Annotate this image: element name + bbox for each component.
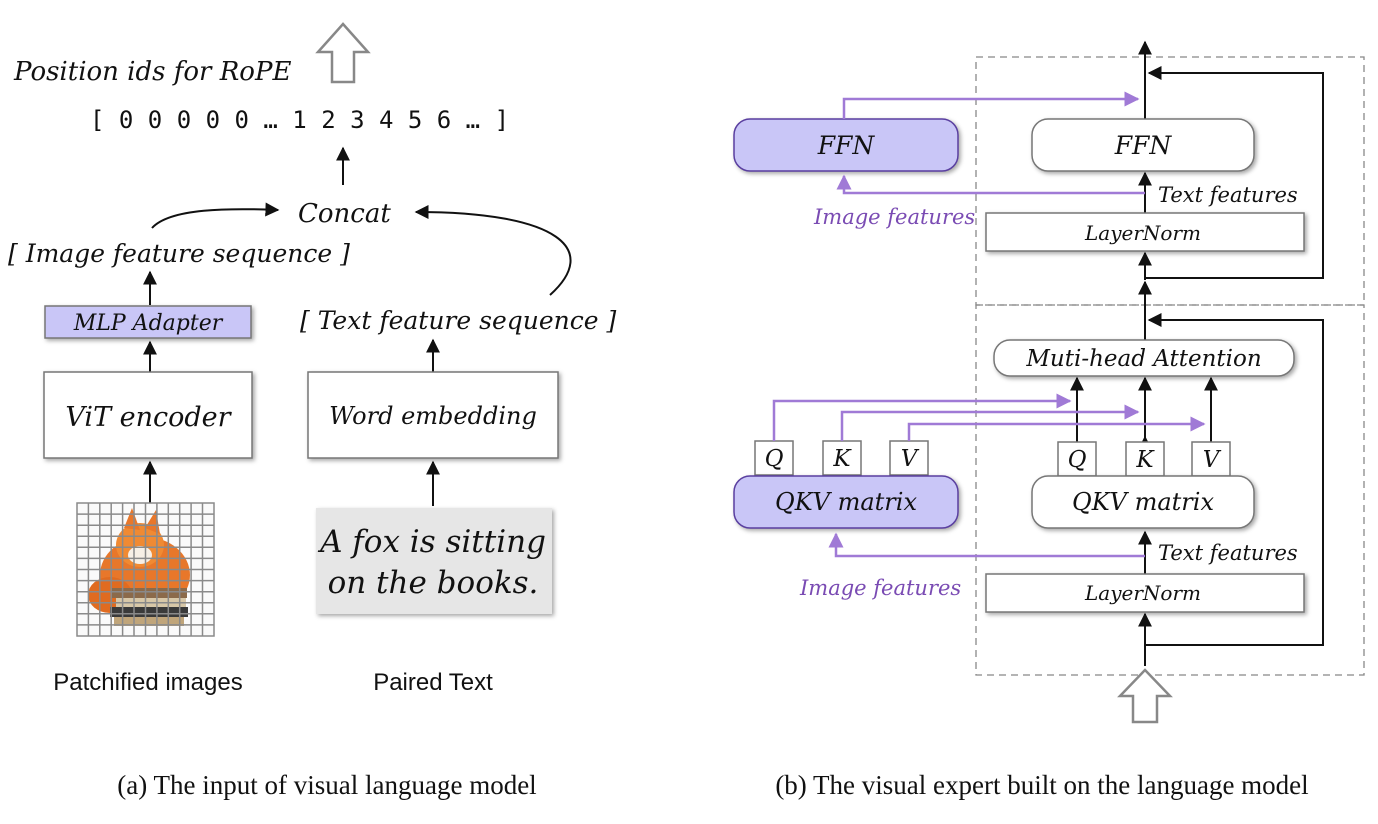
paired-text-caption: Paired Text: [373, 669, 493, 696]
panel-a: Position ids for RoPE [ 0 0 0 0 0 … 1 2 …: [8, 22, 616, 800]
image-qkv-matrix-label: QKV matrix: [775, 488, 917, 516]
image-features-to-ffn-arrow: [836, 174, 1145, 195]
image-k-label: K: [832, 446, 852, 472]
image-q-box: [754, 440, 794, 476]
text-k-label: K: [1135, 447, 1155, 473]
ffn-block-outline: [975, 56, 1365, 306]
paired-text-line1: A fox is sitting: [317, 524, 546, 560]
layernorm-top-box: [985, 212, 1305, 252]
text-qkv-matrix-label: QKV matrix: [1072, 488, 1214, 516]
text-ffn-label: FFN: [1114, 131, 1173, 160]
image-features-bottom-label: Image features: [799, 576, 961, 600]
paired-text-box: [316, 508, 552, 614]
multi-head-attention-label: Muti-head Attention: [1025, 346, 1261, 372]
mlp-adapter-box: [44, 305, 252, 339]
panel-b: FFN Text features LayerNorm FFN Image fe…: [733, 40, 1365, 800]
layernorm-bottom-label: LayerNorm: [1084, 581, 1201, 605]
word-embedding-box: [307, 371, 559, 459]
image-to-concat-arrow: [151, 202, 280, 229]
paired-text-line2: on the books.: [328, 565, 539, 601]
image-k-box: [822, 440, 862, 476]
image-ffn-output-arrow: [842, 91, 1140, 119]
patchified-images-caption: Patchified images: [53, 669, 242, 696]
position-ids-label: Position ids for RoPE: [13, 57, 291, 87]
image-q-to-attention-arrow: [772, 393, 1072, 441]
image-v-box: [889, 440, 929, 476]
vit-encoder-label: ViT encoder: [65, 402, 232, 433]
text-ffn-box: [1031, 118, 1255, 172]
text-qkv-matrix-box: [1031, 475, 1255, 529]
concat-label: Concat: [298, 199, 391, 229]
image-qkv-matrix-box: [733, 475, 959, 529]
image-q-label: Q: [765, 446, 784, 472]
layernorm-top-label: LayerNorm: [1084, 221, 1201, 245]
input-hollow-arrow-icon: [1117, 668, 1173, 724]
image-features-top-label: Image features: [813, 205, 975, 229]
text-features-bottom-label: Text features: [1158, 541, 1298, 565]
text-q-label: Q: [1068, 447, 1087, 473]
panel-b-caption: (b) The visual expert built on the langu…: [775, 770, 1308, 800]
text-features-top-label: Text features: [1158, 183, 1298, 207]
layernorm-bottom-box: [985, 573, 1305, 613]
text-k-box: [1125, 441, 1165, 477]
text-q-box: [1057, 441, 1097, 477]
image-feature-sequence-label: [ Image feature sequence ]: [8, 239, 350, 268]
mlp-adapter-label: MLP Adapter: [73, 311, 224, 336]
word-embedding-label: Word embedding: [329, 402, 537, 430]
image-v-label: V: [901, 446, 920, 472]
text-to-concat-arrow: [414, 205, 572, 296]
text-feature-sequence-label: [ Text feature sequence ]: [300, 306, 616, 335]
attention-residual-arrow: [1145, 313, 1324, 646]
position-ids-sequence: [ 0 0 0 0 0 … 1 2 3 4 5 6 … ]: [90, 106, 509, 134]
patchified-fox-image: [76, 502, 215, 637]
multi-head-attention-box: [993, 339, 1295, 377]
image-ffn-label: FFN: [817, 131, 876, 160]
output-hollow-arrow-icon: [315, 22, 371, 84]
text-v-label: V: [1203, 447, 1222, 473]
image-features-to-qkv-arrow: [828, 532, 1145, 558]
ffn-residual-arrow: [1145, 66, 1324, 279]
panel-a-caption: (a) The input of visual language model: [117, 770, 536, 800]
image-k-to-attention-arrow: [840, 404, 1140, 441]
image-v-to-attention-arrow: [907, 416, 1206, 441]
vit-encoder-box: [43, 371, 253, 459]
image-ffn-box: [733, 118, 959, 172]
attention-block-outline: [975, 304, 1365, 676]
